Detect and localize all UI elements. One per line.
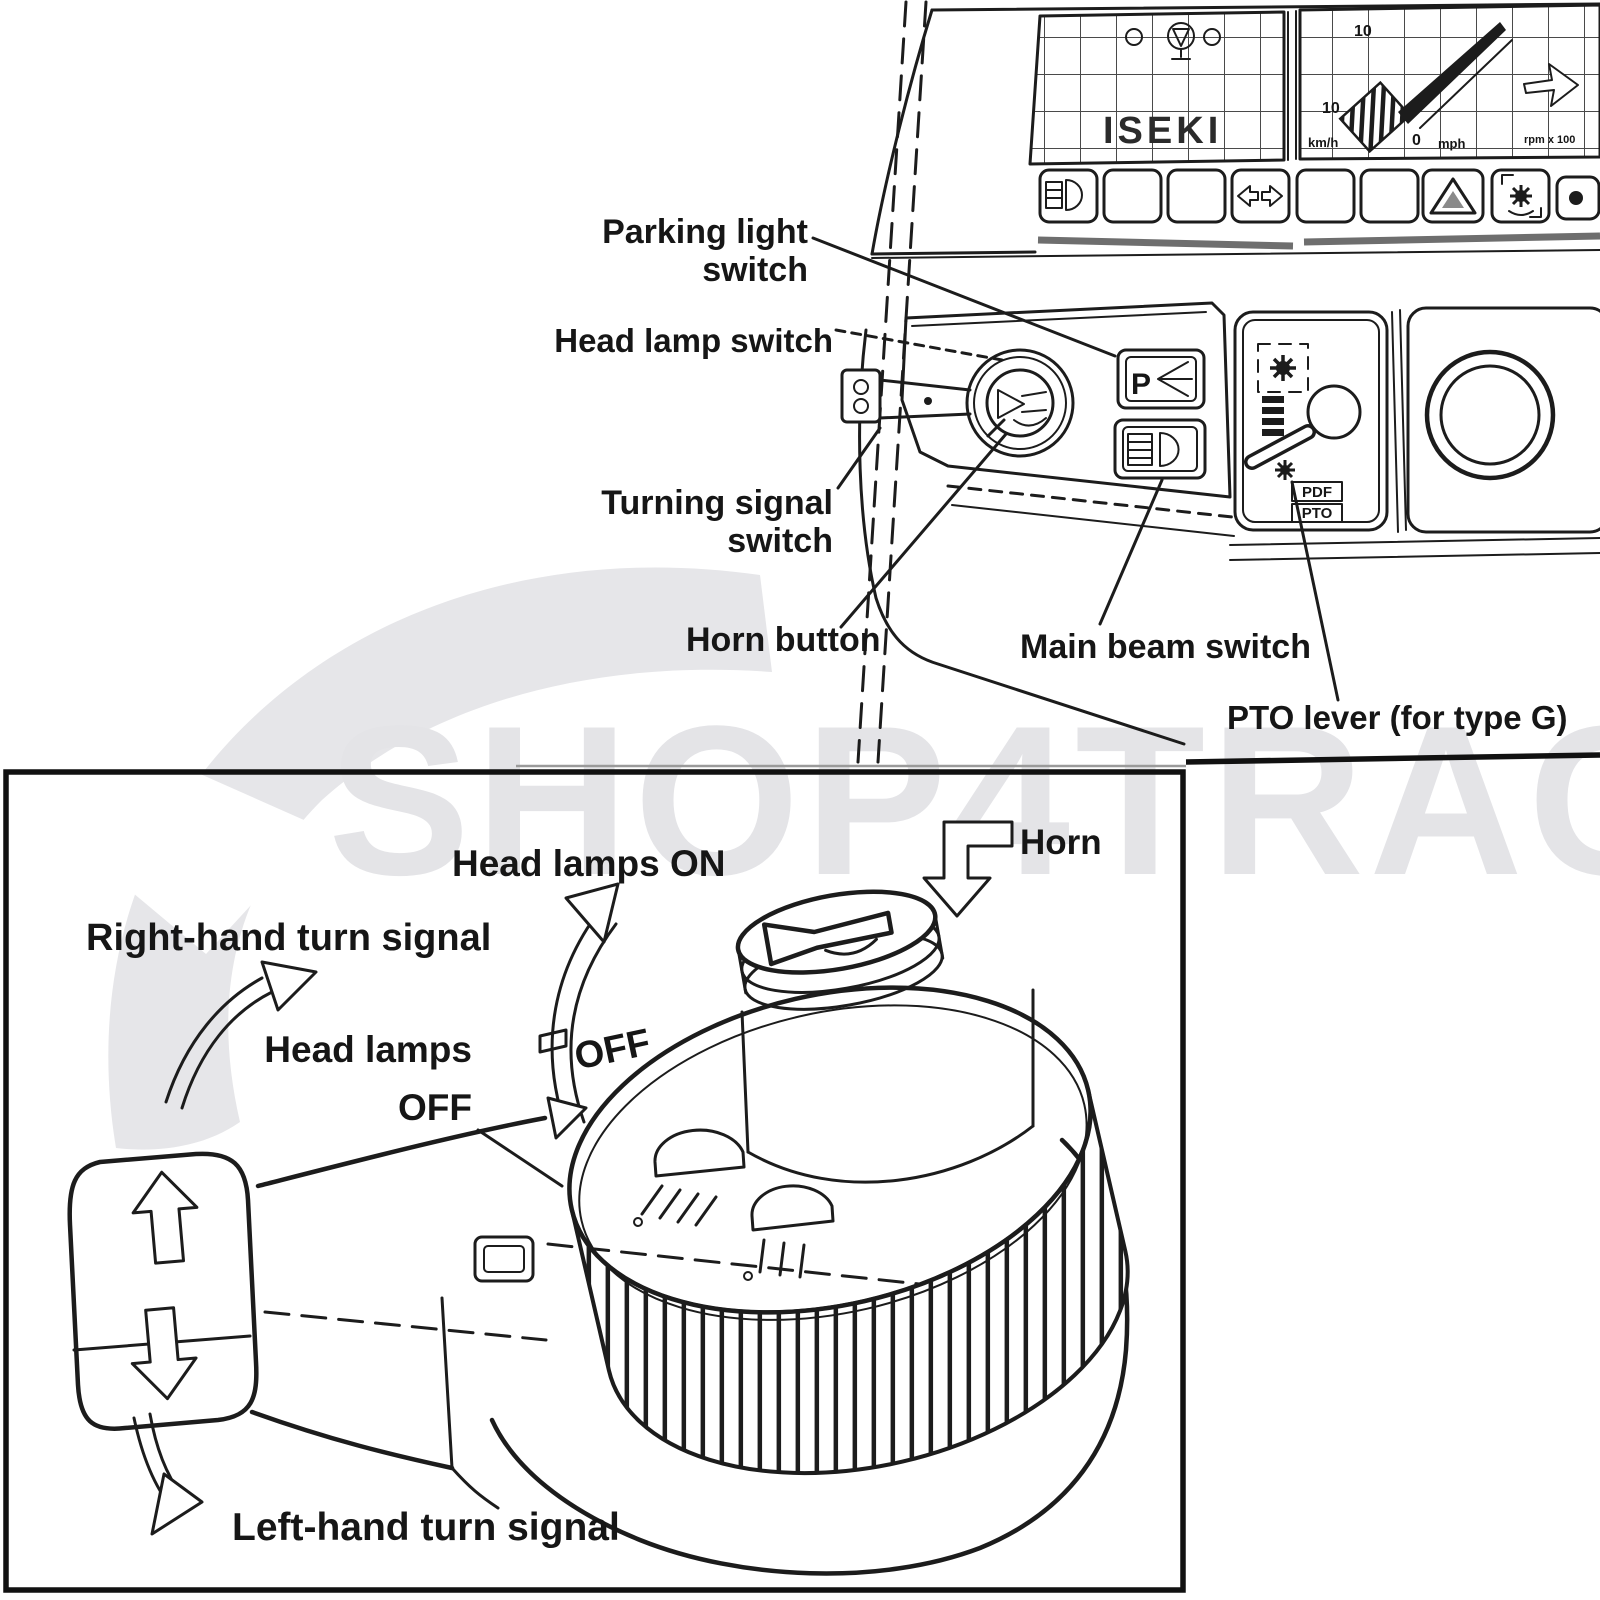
low-beam-icon: [633, 1128, 746, 1227]
pto-bar-stack-icon: [1262, 396, 1284, 436]
key-switch-panel: [1229, 306, 1600, 561]
lever-clip-detail: [473, 1235, 535, 1283]
turn-arrows-indicator-icon: [1237, 185, 1283, 207]
horn-trumpet-icon: [761, 910, 894, 967]
main-beam-switch: [1113, 418, 1207, 480]
brand-logo: ISEKI: [1103, 110, 1222, 152]
parking-light-switch: P: [1116, 348, 1206, 410]
bottom-figure: OFF: [3, 769, 1186, 1593]
label-horn: Horn: [1020, 823, 1102, 862]
leader-lines-top: [811, 236, 1340, 702]
head-lamps-off-leader: [476, 1128, 564, 1188]
label-head-lamps-on: Head lamps ON: [452, 843, 725, 884]
speedo-unit-mph: mph: [1438, 136, 1466, 151]
hazard-triangle-icon: [1429, 177, 1477, 215]
pto-star-icon: [1270, 355, 1296, 381]
figure-border: [3, 769, 1186, 1593]
speedo-tick-left: 10: [1322, 100, 1340, 117]
indicator-button-row: [1038, 168, 1600, 224]
callout-horn-button: Horn button: [686, 621, 881, 659]
speedo-tick-top: 10: [1354, 23, 1372, 40]
switch-panel: P: [840, 301, 1235, 537]
speedo-arrow-icon: [1523, 63, 1579, 107]
indicator-dot-icon: [1569, 191, 1583, 205]
callout-main-beam-switch: Main beam switch: [1020, 628, 1311, 666]
watermark-swoosh-notch: [96, 742, 322, 954]
callout-turning-signal-line1: Turning signal: [601, 484, 833, 522]
label-left-turn: Left-hand turn signal: [232, 1506, 620, 1549]
instrument-cluster: ISEKI 10 10 0 km/h mph rpm x 100: [870, 2, 1600, 259]
pto-indicator-icon: [1501, 174, 1542, 218]
right-turn-arrow: [164, 960, 318, 1110]
high-beam-icon: [743, 1184, 835, 1281]
speedo-unit-kmh: km/h: [1308, 135, 1338, 150]
top-figure: ISEKI 10 10 0 km/h mph rpm x 100: [516, 0, 1600, 768]
speedometer-needle: [1338, 22, 1513, 154]
horn-button-assembly: [735, 889, 1035, 1184]
pto-lever-panel: PDF PTO: [1233, 310, 1389, 532]
horn-arrow: [922, 820, 1014, 918]
pto-star-icon-small: [1275, 460, 1295, 480]
pto-tag-top: PDF: [1302, 484, 1332, 501]
turning-signal-switch: [840, 348, 1075, 458]
dash-bottom-line: [1185, 752, 1600, 765]
fuel-gauge-icon: [1167, 22, 1195, 60]
callout-parking-light-line2: switch: [702, 251, 808, 289]
callout-head-lamp-switch: Head lamp switch: [554, 322, 833, 359]
gauge-panel-left: ISEKI: [1028, 10, 1286, 166]
up-arrow-icon: [131, 1170, 199, 1265]
pto-lever: [1244, 384, 1362, 470]
label-head-lamps-off-line1: Head lamps: [264, 1029, 472, 1070]
down-arrow-icon: [130, 1306, 198, 1401]
left-turn-arrow: [132, 1412, 204, 1536]
label-right-turn: Right-hand turn signal: [86, 917, 491, 959]
pto-tag-bottom: PTO: [1302, 505, 1333, 522]
callout-pto-lever: PTO lever (for type G): [1227, 699, 1567, 736]
horn-icon: [997, 389, 1047, 427]
speedometer-panel: 10 10 0 km/h mph rpm x 100: [1298, 3, 1600, 161]
gesture-arrows: [132, 820, 1014, 1536]
speedo-tick-zero: 0: [1412, 132, 1421, 149]
callout-turning-signal-line2: switch: [727, 522, 833, 560]
label-head-lamps-off-line2: OFF: [398, 1087, 472, 1128]
parking-switch-p-glyph: P: [1131, 368, 1151, 401]
callout-parking-light-line1: Parking light: [602, 213, 808, 251]
headlamp-dial: OFF: [538, 985, 1130, 1476]
speedo-unit-rpm: rpm x 100: [1524, 134, 1575, 146]
lever-end-knob: [67, 1151, 259, 1431]
headlamp-indicator-icon: [1045, 179, 1083, 211]
head-lamps-on-arrow: [546, 882, 620, 1140]
watermark-swoosh: [108, 567, 772, 1150]
